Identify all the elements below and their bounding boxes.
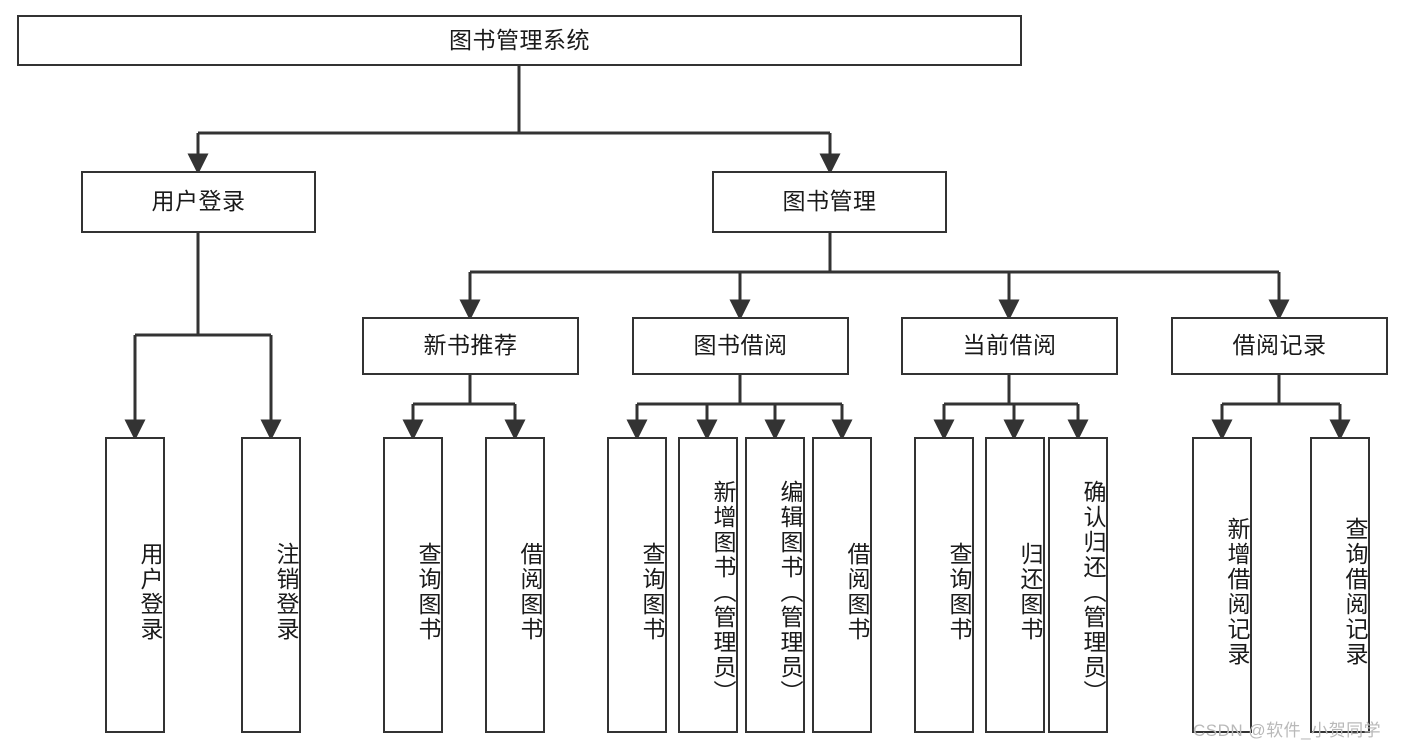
node-leaf-user-login-label: 用户登录	[137, 542, 163, 642]
node-leaf-edit-book-admin[interactable]: 编辑图书（管理员）	[745, 437, 805, 733]
node-root-label: 图书管理系统	[449, 26, 590, 53]
node-leaf-borrow-book-2-label: 借阅图书	[844, 542, 870, 642]
node-leaf-edit-book-admin-label: 编辑图书（管理员）	[777, 479, 803, 705]
node-leaf-logout-label: 注销登录	[273, 542, 299, 642]
node-leaf-logout[interactable]: 注销登录	[241, 437, 301, 733]
node-leaf-return-book[interactable]: 归还图书	[985, 437, 1045, 733]
node-user-login[interactable]: 用户登录	[81, 171, 316, 233]
node-new-book-recommend-label: 新书推荐	[423, 332, 518, 359]
node-leaf-query-book-2[interactable]: 查询图书	[607, 437, 667, 733]
node-borrow-record[interactable]: 借阅记录	[1171, 317, 1388, 375]
node-book-manage-label: 图书管理	[782, 188, 877, 215]
node-leaf-return-book-label: 归还图书	[1017, 542, 1043, 642]
node-leaf-query-borrow-record-label: 查询借阅记录	[1342, 517, 1368, 667]
csdn-watermark: CSDN @软件_小贺同学	[1193, 721, 1382, 740]
node-leaf-user-login[interactable]: 用户登录	[105, 437, 165, 733]
node-leaf-query-book-3[interactable]: 查询图书	[914, 437, 974, 733]
node-leaf-borrow-book-1-label: 借阅图书	[517, 542, 543, 642]
node-book-borrow-label: 图书借阅	[693, 332, 788, 359]
node-leaf-query-book-1[interactable]: 查询图书	[383, 437, 443, 733]
node-leaf-query-borrow-record[interactable]: 查询借阅记录	[1310, 437, 1370, 733]
node-leaf-add-borrow-record-label: 新增借阅记录	[1224, 517, 1250, 667]
node-current-borrow[interactable]: 当前借阅	[901, 317, 1118, 375]
node-leaf-query-book-2-label: 查询图书	[639, 542, 665, 642]
node-book-borrow[interactable]: 图书借阅	[632, 317, 849, 375]
node-leaf-add-book-admin-label: 新增图书（管理员）	[710, 479, 736, 705]
node-new-book-recommend[interactable]: 新书推荐	[362, 317, 579, 375]
node-leaf-query-book-3-label: 查询图书	[946, 542, 972, 642]
node-leaf-confirm-return-admin-label: 确认归还（管理员）	[1080, 479, 1106, 705]
node-current-borrow-label: 当前借阅	[962, 332, 1057, 359]
node-leaf-borrow-book-1[interactable]: 借阅图书	[485, 437, 545, 733]
node-user-login-label: 用户登录	[151, 188, 246, 215]
node-root[interactable]: 图书管理系统	[17, 15, 1022, 66]
node-leaf-query-book-1-label: 查询图书	[415, 542, 441, 642]
node-leaf-add-book-admin[interactable]: 新增图书（管理员）	[678, 437, 738, 733]
node-leaf-add-borrow-record[interactable]: 新增借阅记录	[1192, 437, 1252, 733]
node-borrow-record-label: 借阅记录	[1232, 332, 1327, 359]
node-leaf-confirm-return-admin[interactable]: 确认归还（管理员）	[1048, 437, 1108, 733]
node-leaf-borrow-book-2[interactable]: 借阅图书	[812, 437, 872, 733]
node-book-manage[interactable]: 图书管理	[712, 171, 947, 233]
